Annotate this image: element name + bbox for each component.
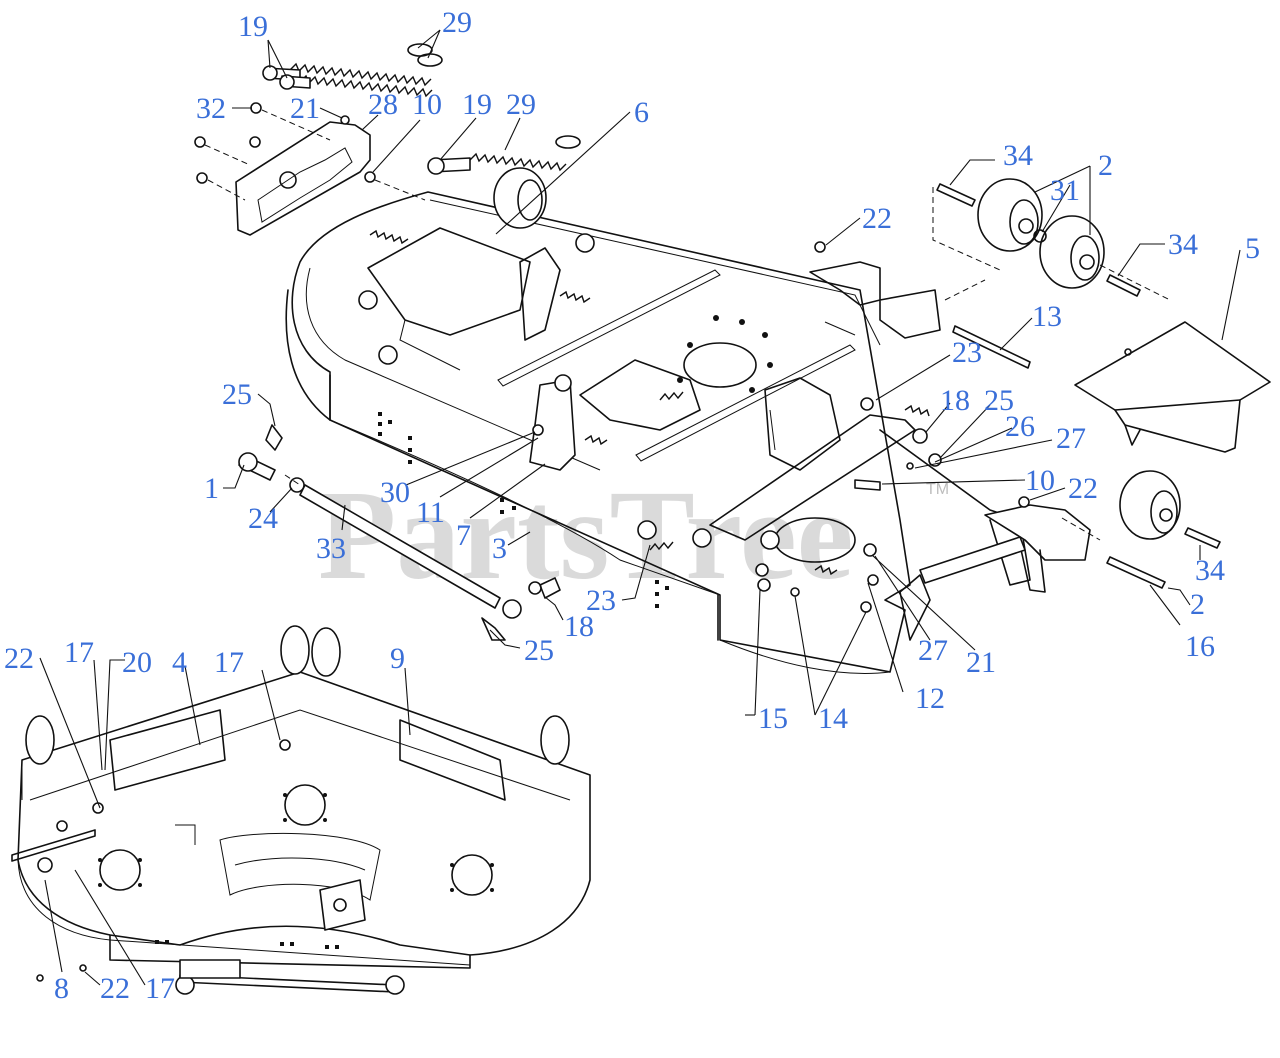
callout-29-mid: 29 — [506, 88, 536, 121]
deck-cover-part-5 — [1074, 321, 1271, 453]
callout-9: 9 — [390, 642, 405, 675]
callout-22-under-bottom: 22 — [100, 972, 130, 1005]
callout-15: 15 — [758, 702, 788, 735]
callout-30: 30 — [380, 476, 410, 509]
callout-32: 32 — [196, 92, 226, 125]
callout-18-right: 18 — [940, 384, 970, 417]
callout-7: 7 — [456, 519, 471, 552]
callout-17-under-b: 17 — [214, 646, 244, 679]
callout-20: 20 — [122, 646, 152, 679]
callout-33: 33 — [316, 532, 346, 565]
callout-26: 26 — [1005, 410, 1035, 443]
callout-31: 31 — [1050, 174, 1080, 207]
callout-34-top: 34 — [1003, 139, 1033, 172]
callout-16: 16 — [1185, 630, 1215, 663]
callout-25-lower: 25 — [524, 634, 554, 667]
spring-anchor-assembly — [194, 43, 581, 236]
callout-1: 1 — [204, 472, 219, 505]
callout-24: 24 — [248, 502, 278, 535]
callout-18-left: 18 — [564, 610, 594, 643]
axle-and-hardware-left — [238, 424, 561, 641]
leader-lines — [39, 29, 1241, 986]
callout-17-under-c: 17 — [145, 972, 175, 1005]
callout-34-lower: 34 — [1195, 554, 1225, 587]
hardware-nuts-14-15 — [532, 397, 1030, 613]
callout-27-lower: 27 — [918, 634, 948, 667]
callout-28: 28 — [368, 88, 398, 121]
callout-5: 5 — [1245, 232, 1260, 265]
callout-8: 8 — [54, 972, 69, 1005]
skirt-vents — [378, 412, 669, 608]
callout-22-under-left: 22 — [4, 642, 34, 675]
callout-6: 6 — [634, 96, 649, 129]
caster-wheel-group-upper — [809, 178, 1171, 369]
callout-19-mid: 19 — [462, 88, 492, 121]
callout-2-lower: 2 — [1190, 588, 1205, 621]
caster-wheel-lower — [1061, 470, 1221, 589]
deck-underside-view — [11, 625, 591, 995]
callout-22-top: 22 — [862, 202, 892, 235]
callout-22-right: 22 — [1068, 472, 1098, 505]
callout-10-top: 10 — [412, 88, 442, 121]
callout-13: 13 — [1032, 300, 1062, 333]
callout-12: 12 — [915, 682, 945, 715]
callout-25-right: 25 — [984, 384, 1014, 417]
callout-labels: 19 29 32 21 28 10 19 29 6 34 2 31 34 5 2… — [4, 6, 1260, 1005]
callout-34-mid: 34 — [1168, 228, 1198, 261]
callout-11: 11 — [416, 496, 445, 529]
callout-23-right: 23 — [952, 336, 982, 369]
callout-10-right: 10 — [1025, 464, 1055, 497]
callout-17-under-a: 17 — [64, 636, 94, 669]
callout-14: 14 — [818, 702, 848, 735]
callout-29-top: 29 — [442, 6, 472, 39]
watermark-trademark: TM — [926, 481, 949, 498]
callout-3: 3 — [492, 532, 507, 565]
callout-25-left: 25 — [222, 378, 252, 411]
callout-21-lower: 21 — [966, 646, 996, 679]
callout-19-top: 19 — [238, 10, 268, 43]
callout-4: 4 — [172, 646, 187, 679]
callout-23-left: 23 — [586, 584, 616, 617]
callout-2-top: 2 — [1098, 149, 1113, 182]
callout-27-right: 27 — [1056, 422, 1086, 455]
deck-main-assembly — [285, 191, 1091, 674]
callout-21-top: 21 — [290, 92, 320, 125]
